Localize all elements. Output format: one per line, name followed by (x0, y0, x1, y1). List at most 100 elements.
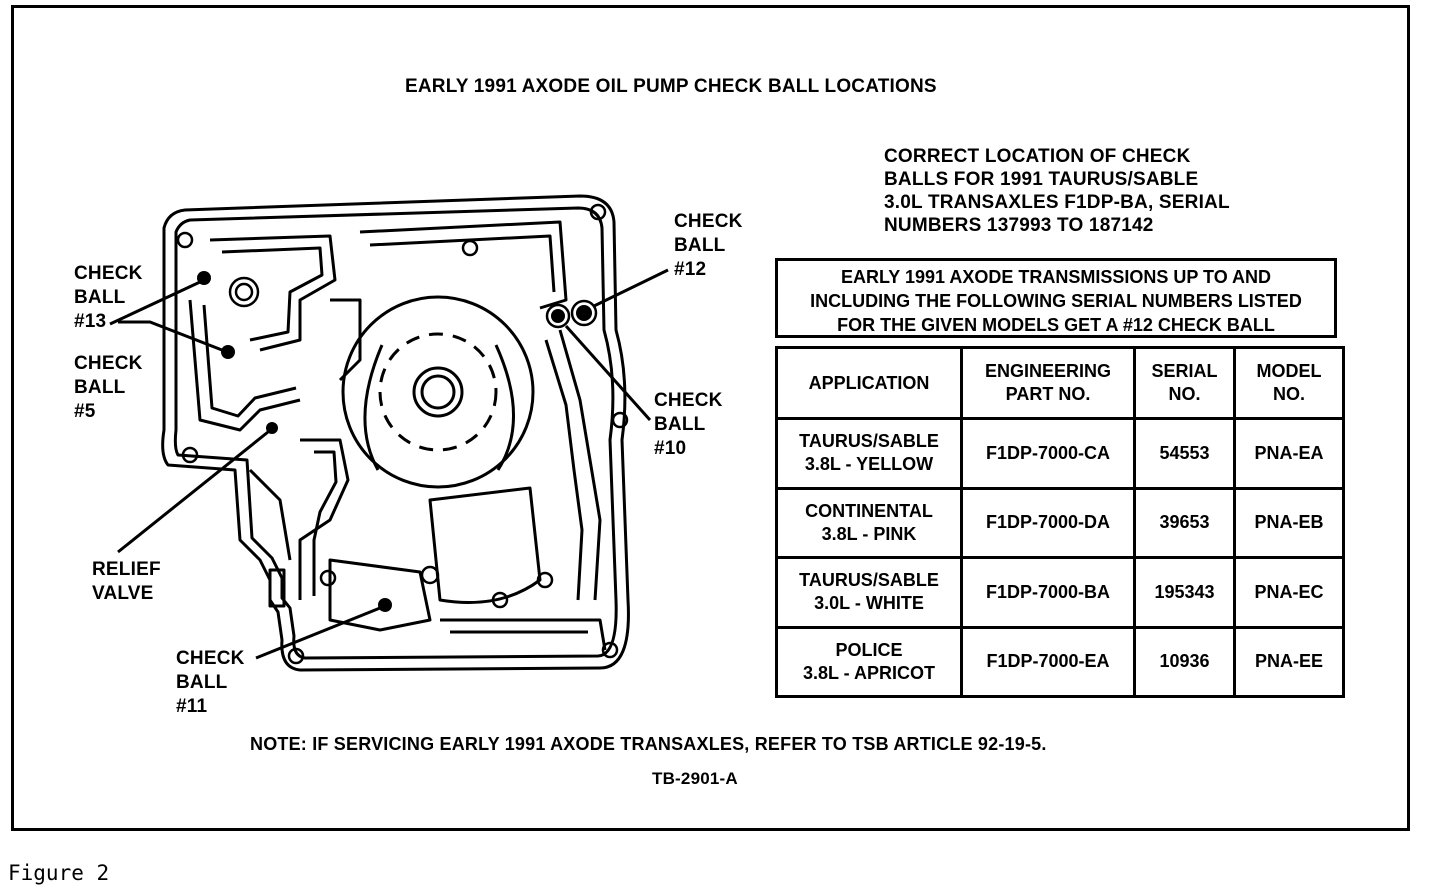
label-line: CHECK (74, 353, 143, 374)
check-ball-12-ring (570, 299, 598, 327)
table-cell: PNA-EB (1233, 486, 1345, 559)
check-ball-5 (221, 345, 235, 359)
label-line: BALL (74, 377, 126, 398)
table-row: TAURUS/SABLE 3.8L - YELLOW F1DP-7000-CA … (775, 417, 1345, 490)
pump-cavity (428, 486, 542, 604)
bolt-hole (601, 641, 619, 659)
oil-passage (248, 468, 292, 561)
oil-passage (298, 438, 350, 600)
label-line: #10 (654, 438, 687, 459)
figure-caption: Figure 2 (8, 861, 110, 885)
figure-frame (11, 5, 1410, 831)
table-cell: TAURUS/SABLE 3.0L - WHITE (775, 556, 963, 629)
label-line: RELIEF (92, 559, 161, 580)
oil-passage (312, 450, 338, 596)
oil-passage (359, 220, 568, 310)
pump-bore-ring (378, 332, 498, 452)
check-ball-10-ring (545, 303, 571, 329)
table-cell: 39653 (1133, 486, 1236, 559)
check-ball-13 (197, 271, 211, 285)
leader-line-ball11 (255, 606, 381, 660)
table-cell: POLICE 3.8L - APRICOT (775, 625, 963, 698)
bolt-hole (176, 231, 194, 249)
relief-valve-port (266, 422, 278, 434)
table-cell: CONTINENTAL 3.8L - PINK (775, 486, 963, 559)
oil-passage (330, 298, 362, 382)
oil-passage (188, 299, 301, 432)
correct-location-line: BALLS FOR 1991 TAURUS/SABLE (884, 169, 1199, 190)
table-cell: PNA-EC (1233, 556, 1345, 629)
table-cell: PNA-EA (1233, 417, 1345, 490)
early-box-line: EARLY 1991 AXODE TRANSMISSIONS UP TO AND (840, 267, 1272, 287)
oil-passage (369, 234, 556, 293)
label-check-ball-13: CHECK BALL #13 (74, 262, 143, 334)
early-box-line: FOR THE GIVEN MODELS GET A #12 CHECK BAL… (837, 315, 1275, 335)
label-line: CHECK (74, 263, 143, 284)
bolt-hole (181, 446, 199, 464)
pump-bore-center (420, 374, 456, 410)
label-line: #5 (74, 401, 96, 422)
label-line: BALL (74, 287, 126, 308)
column-header: APPLICATION (775, 346, 963, 420)
label-line: BALL (674, 235, 726, 256)
table-row: TAURUS/SABLE 3.0L - WHITE F1DP-7000-BA 1… (775, 556, 1345, 629)
leader-line-ball5 (118, 320, 223, 352)
oil-passage (558, 329, 602, 601)
bolt-hole (420, 565, 440, 585)
bolt-hole (491, 591, 509, 609)
pump-bore-hub (412, 366, 464, 418)
table-cell: PNA-EE (1233, 625, 1345, 698)
bolt-hole (287, 647, 305, 665)
figure-title: EARLY 1991 AXODE OIL PUMP CHECK BALL LOC… (405, 76, 937, 97)
leader-line-ball13 (109, 280, 201, 326)
bolt-hole (228, 276, 260, 308)
label-line: #13 (74, 311, 107, 332)
bolt-hole (319, 569, 337, 587)
table-cell: F1DP-7000-DA (960, 486, 1136, 559)
column-header: MODEL NO. (1233, 346, 1345, 420)
oil-passage (209, 234, 337, 352)
label-line: BALL (654, 414, 706, 435)
pump-housing-inner (173, 206, 618, 660)
bolt-hole (461, 239, 479, 257)
column-header: SERIAL NO. (1133, 346, 1236, 420)
leader-line-ball10 (564, 325, 652, 421)
table-row: POLICE 3.8L - APRICOT F1DP-7000-EA 10936… (775, 625, 1345, 698)
early-transmissions-box: EARLY 1991 AXODE TRANSMISSIONS UP TO AND… (775, 258, 1337, 338)
bolt-hole (589, 203, 607, 221)
label-line: CHECK (654, 390, 723, 411)
early-box-line: INCLUDING THE FOLLOWING SERIAL NUMBERS L… (810, 291, 1302, 311)
leader-line-relief (117, 430, 269, 554)
pump-bore-outer (341, 295, 535, 489)
pump-arc (363, 344, 384, 471)
label-check-ball-11: CHECK BALL #11 (176, 647, 245, 719)
label-relief-valve: RELIEF VALVE (92, 558, 161, 606)
side-tab (268, 568, 286, 608)
label-check-ball-5: CHECK BALL #5 (74, 352, 143, 424)
table-cell: F1DP-7000-EA (960, 625, 1136, 698)
oil-passage (202, 304, 297, 418)
label-check-ball-12: CHECK BALL #12 (674, 210, 743, 282)
table-row: CONTINENTAL 3.8L - PINK F1DP-7000-DA 396… (775, 486, 1345, 559)
correct-location-note: CORRECT LOCATION OF CHECK BALLS FOR 1991… (884, 145, 1230, 237)
leader-line-ball12 (593, 268, 669, 308)
label-line: VALVE (92, 583, 154, 604)
table-cell: F1DP-7000-CA (960, 417, 1136, 490)
label-line: CHECK (674, 211, 743, 232)
label-line: #12 (674, 259, 707, 280)
label-line: #11 (176, 696, 208, 717)
service-note: NOTE: IF SERVICING EARLY 1991 AXODE TRAN… (250, 734, 1047, 754)
table-cell: 54553 (1133, 417, 1236, 490)
pump-arc (494, 344, 515, 471)
check-ball-10 (551, 309, 565, 323)
bolt-hole (234, 282, 254, 302)
correct-location-line: CORRECT LOCATION OF CHECK (884, 146, 1191, 167)
label-check-ball-10: CHECK BALL #10 (654, 389, 723, 461)
pump-housing-outline (161, 194, 630, 672)
column-header: ENGINEERING PART NO. (960, 346, 1136, 420)
correct-location-line: 3.0L TRANSAXLES F1DP-BA, SERIAL (884, 192, 1230, 213)
oil-passage (221, 246, 324, 342)
serial-number-table: APPLICATION ENGINEERING PART NO. SERIAL … (775, 346, 1345, 698)
oil-passage (328, 558, 432, 632)
